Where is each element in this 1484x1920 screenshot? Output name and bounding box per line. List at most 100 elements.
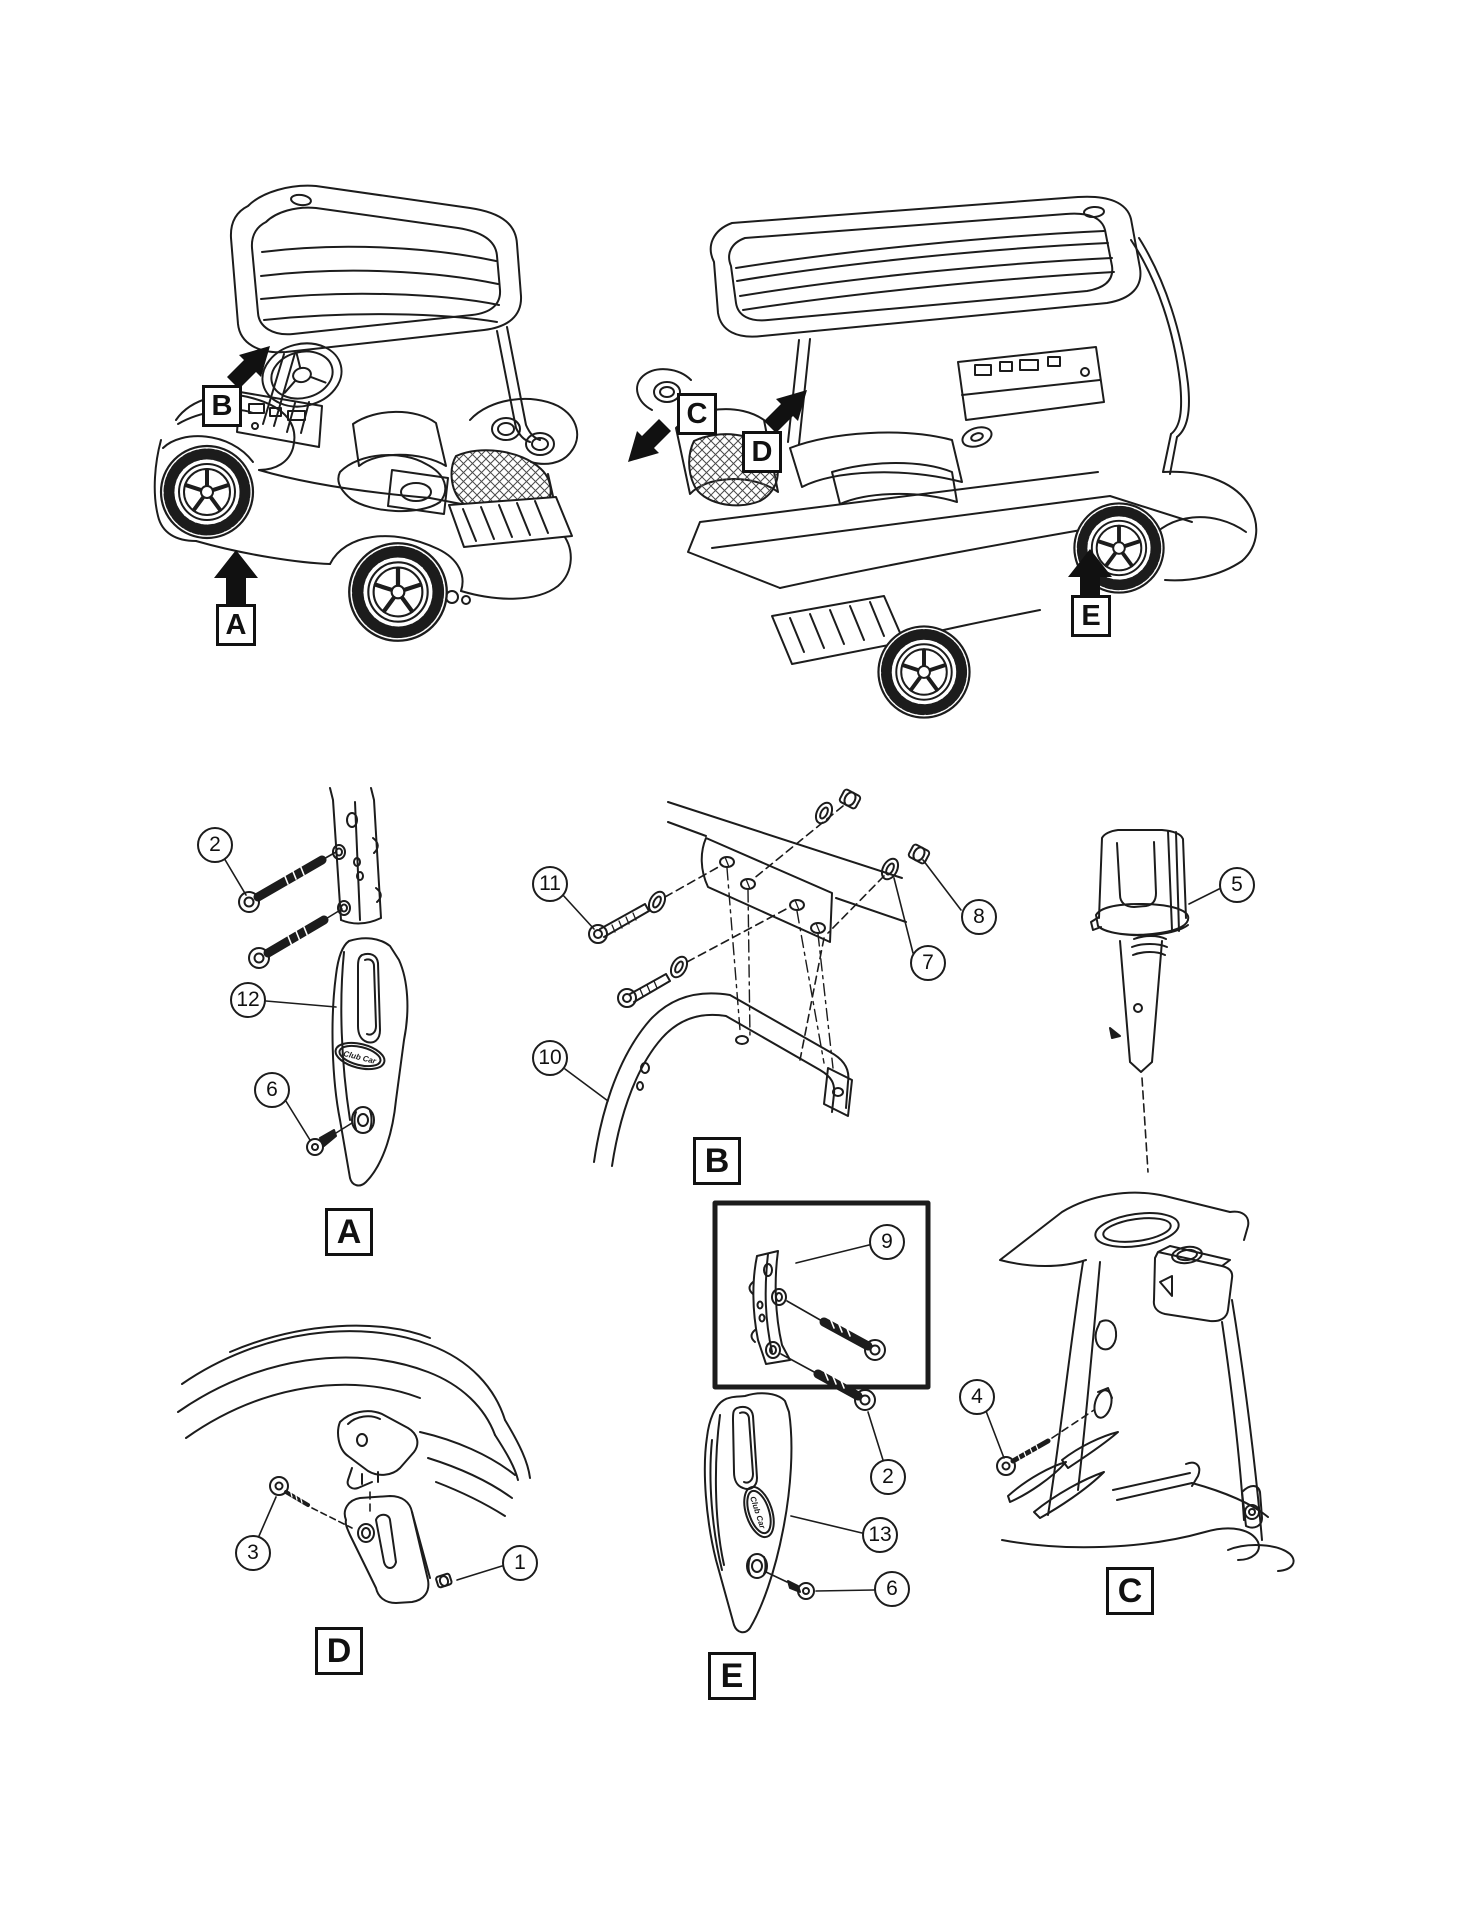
detail-section-c bbox=[985, 829, 1295, 1572]
callout-part-12: 12 bbox=[230, 982, 266, 1018]
callout-part-4: 4 bbox=[959, 1379, 995, 1415]
socket-bolt bbox=[238, 851, 337, 913]
callout-part-12-text: 12 bbox=[236, 988, 260, 1011]
steering-wheel bbox=[261, 342, 343, 408]
inset-box bbox=[712, 1200, 931, 1390]
callout-part-9-text: 9 bbox=[881, 1230, 893, 1253]
section-label-b: B bbox=[693, 1137, 741, 1185]
trim-panel bbox=[331, 937, 409, 1187]
callout-part-10-text: 10 bbox=[538, 1046, 562, 1069]
leader-2 bbox=[867, 1411, 884, 1461]
front-wheel bbox=[878, 626, 969, 717]
callout-part-1-text: 1 bbox=[514, 1551, 526, 1574]
seat-bottom bbox=[337, 454, 447, 513]
callout-part-11-text: 11 bbox=[539, 872, 561, 895]
nut bbox=[435, 1572, 453, 1589]
location-marker-a-text: A bbox=[225, 608, 247, 641]
arrow-d-up-right bbox=[764, 390, 807, 433]
section-label-c: C bbox=[1106, 1567, 1154, 1615]
canopy-bracket bbox=[337, 1410, 419, 1476]
cart-front-left-view bbox=[153, 184, 579, 641]
leader-3 bbox=[258, 1496, 277, 1537]
section-label-d: D bbox=[315, 1627, 363, 1675]
callout-part-6-text: 6 bbox=[266, 1078, 278, 1101]
nut bbox=[907, 843, 931, 865]
callout-part-6-e: 6 bbox=[874, 1571, 910, 1607]
leader-7 bbox=[893, 877, 914, 954]
roof-panel bbox=[229, 184, 523, 354]
roof-panel bbox=[709, 195, 1142, 338]
callout-part-7-text: 7 bbox=[922, 951, 934, 974]
detail-section-d bbox=[177, 1324, 531, 1604]
location-marker-c: C bbox=[677, 393, 717, 435]
club-car-badge: Club Car bbox=[743, 1485, 775, 1539]
leader-10 bbox=[564, 1068, 609, 1102]
arrow-e-up bbox=[1068, 549, 1112, 603]
callout-part-9: 9 bbox=[869, 1224, 905, 1260]
front-wheel bbox=[161, 446, 253, 538]
leader-1 bbox=[456, 1565, 503, 1581]
location-marker-d: D bbox=[742, 431, 782, 473]
nut bbox=[838, 788, 862, 810]
detail-section-b bbox=[561, 788, 962, 1167]
callout-part-1: 1 bbox=[502, 1545, 538, 1581]
base-body bbox=[1047, 1261, 1263, 1541]
washer bbox=[880, 857, 900, 881]
cup-holder-arm bbox=[469, 397, 579, 465]
strut-collar bbox=[1095, 903, 1190, 937]
callout-part-2-e-text: 2 bbox=[882, 1465, 894, 1488]
location-marker-e-text: E bbox=[1081, 599, 1101, 632]
club-car-badge: Club Car bbox=[334, 1041, 386, 1071]
socket-bolt bbox=[248, 908, 343, 969]
detail-section-e: Club Car bbox=[703, 1200, 931, 1634]
section-label-a-text: A bbox=[336, 1212, 362, 1251]
callout-part-8-text: 8 bbox=[973, 905, 985, 928]
strut-top bbox=[343, 1495, 430, 1604]
callout-part-3: 3 bbox=[235, 1535, 271, 1571]
arrow-b-up-right bbox=[227, 346, 270, 389]
screw bbox=[269, 1476, 353, 1529]
callout-part-10: 10 bbox=[532, 1040, 568, 1076]
callout-part-6: 6 bbox=[254, 1072, 290, 1108]
trim-panel bbox=[703, 1392, 793, 1634]
callout-part-5-text: 5 bbox=[1231, 873, 1243, 896]
arrow-c-down-left bbox=[628, 419, 671, 462]
callout-part-11: 11 bbox=[532, 866, 568, 902]
callout-part-7: 7 bbox=[910, 945, 946, 981]
front-strut bbox=[329, 787, 382, 925]
roof-strut-tube bbox=[593, 992, 850, 1167]
socket-bolt bbox=[780, 1353, 876, 1411]
washer bbox=[814, 801, 834, 825]
section-label-b-text: B bbox=[704, 1141, 730, 1180]
canopy-edge bbox=[181, 1330, 506, 1421]
leader-5 bbox=[1188, 888, 1220, 905]
callout-part-6-e-text: 6 bbox=[886, 1577, 898, 1600]
section-label-e-text: E bbox=[720, 1656, 744, 1695]
callout-part-8: 8 bbox=[961, 899, 997, 935]
arrow-a-up bbox=[214, 550, 258, 604]
location-marker-b-text: B bbox=[211, 389, 233, 422]
callout-part-13: 13 bbox=[862, 1517, 898, 1553]
location-marker-c-text: C bbox=[686, 397, 708, 430]
dash-rear bbox=[957, 346, 1105, 421]
location-marker-a: A bbox=[216, 604, 256, 646]
callout-part-5: 5 bbox=[1219, 867, 1255, 903]
panel-slot bbox=[732, 1405, 758, 1490]
hex-bolt bbox=[617, 906, 791, 1008]
panel-slot bbox=[357, 952, 381, 1044]
strut-segment bbox=[752, 1250, 791, 1365]
section-label-c-text: C bbox=[1117, 1571, 1143, 1610]
location-arrows bbox=[214, 346, 1112, 604]
leader-8 bbox=[922, 859, 962, 911]
section-label-d-text: D bbox=[326, 1631, 352, 1670]
screw bbox=[765, 1571, 815, 1600]
leader-2 bbox=[223, 857, 247, 896]
location-marker-e: E bbox=[1071, 595, 1111, 637]
callout-part-2-e: 2 bbox=[870, 1459, 906, 1495]
base-cap bbox=[1152, 1245, 1234, 1323]
roof-edge-rail bbox=[667, 801, 907, 923]
callout-part-2: 2 bbox=[197, 827, 233, 863]
callout-part-2-text: 2 bbox=[209, 833, 221, 856]
